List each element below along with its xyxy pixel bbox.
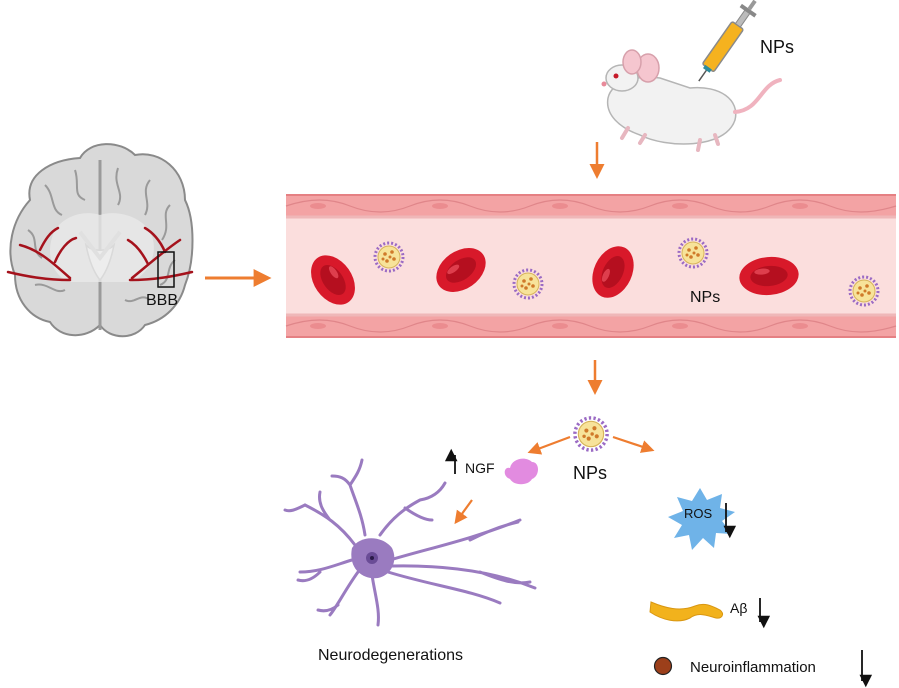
label-ngf: NGF [465, 460, 495, 476]
brain-illustration [6, 143, 194, 338]
nanoparticle-center [573, 416, 609, 452]
label-ros: ROS [684, 506, 713, 521]
mouse-illustration [601, 49, 782, 152]
blood-vessel [285, 194, 897, 338]
label-nps-vessel: NPs [690, 289, 721, 306]
syringe-icon [698, 0, 757, 82]
arrow-to-ros [612, 435, 655, 453]
label-bbb: BBB [146, 292, 179, 309]
neuron-illustration [283, 458, 537, 627]
label-abeta: Aβ [730, 600, 748, 616]
label-nps-injection: NPs [760, 37, 795, 57]
label-neuroinflammation: Neuroinflammation [690, 659, 816, 676]
bbb-box [157, 251, 175, 288]
label-nps-center: NPs [573, 463, 608, 483]
label-neurodegenerations: Neurodegenerations [318, 647, 463, 664]
ros-burst-icon [668, 488, 735, 550]
neuroinflammation-dot-icon [653, 656, 673, 676]
abeta-fibril-icon [649, 601, 724, 622]
ngf-blob [504, 458, 538, 485]
arrow-to-neuron [454, 499, 473, 525]
arrow-to-ngf [527, 435, 571, 455]
